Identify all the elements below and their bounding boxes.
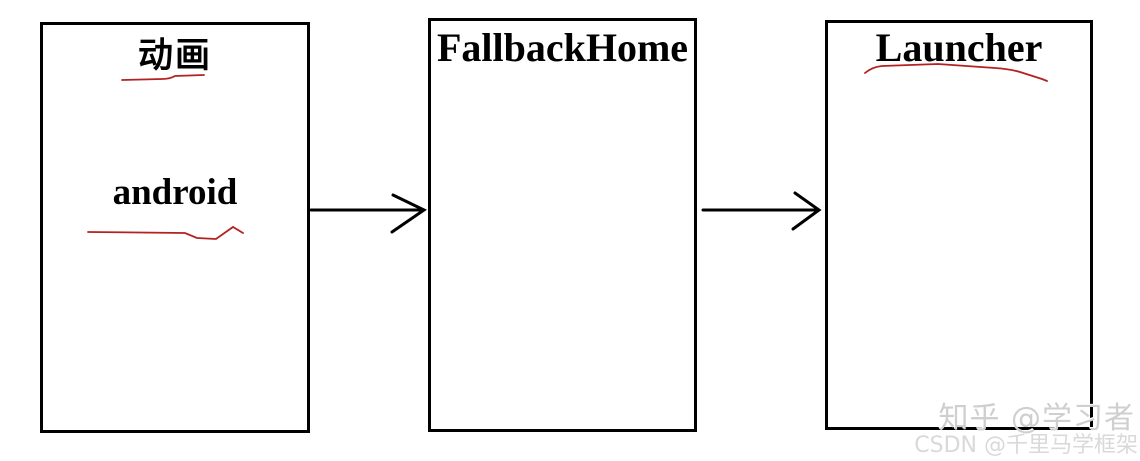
box-launcher [825, 20, 1093, 430]
box-animation-body-label: android [112, 172, 238, 213]
arrow-2-icon [701, 191, 822, 231]
watermark-zhihu: 知乎 @学习者 [938, 401, 1135, 436]
box-animation [40, 22, 310, 433]
box-animation-title: 动画 [137, 36, 212, 76]
box-launcher-title: Launcher [875, 25, 1043, 70]
arrow-1-icon [309, 193, 427, 234]
box-fallback-home-title: FallbackHome [436, 25, 689, 70]
watermark-csdn: CSDN @千里马学框架 [914, 433, 1138, 458]
box-fallback-home [428, 18, 697, 432]
